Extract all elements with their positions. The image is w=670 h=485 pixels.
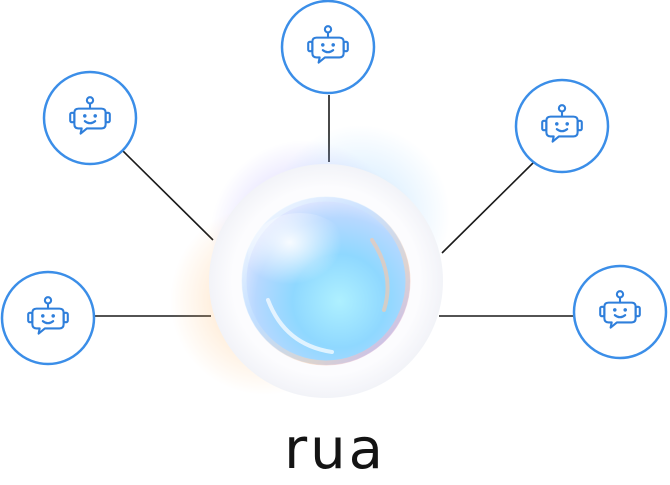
glass-orb-icon [241,196,411,366]
central-hub [170,125,450,398]
robot-node-lower-left [0,270,96,366]
connector-line [441,161,535,254]
robot-node-upper-right [514,78,610,174]
brand-name: rua [284,417,386,482]
robot-node-lower-right [572,264,668,360]
robot-node-upper-left [42,70,138,166]
robot-nodes [0,0,668,366]
node-ring [572,264,668,360]
node-ring [42,70,138,166]
robot-node-top [280,0,376,95]
connector-line [122,150,214,241]
node-ring [280,0,376,95]
node-ring [0,270,96,366]
node-ring [514,78,610,174]
